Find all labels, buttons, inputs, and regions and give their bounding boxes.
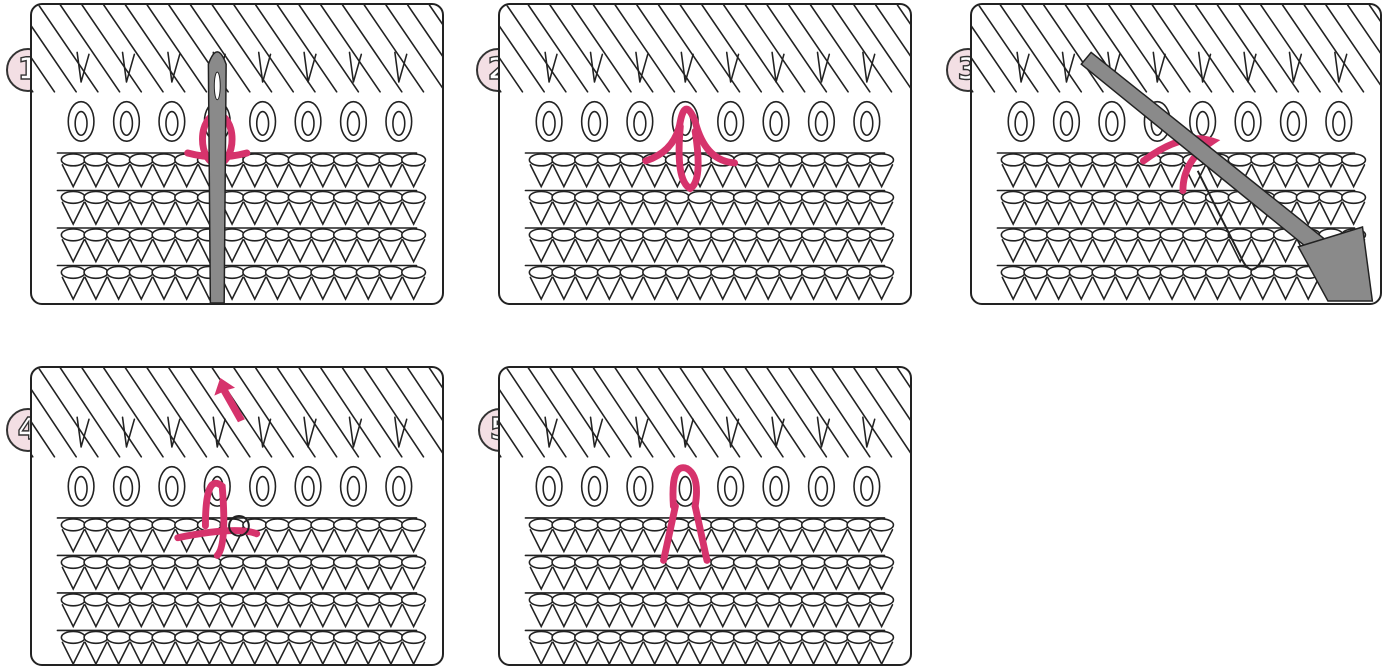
step-panel (498, 366, 912, 666)
knit-illustration (500, 368, 910, 664)
knit-illustration (32, 368, 442, 664)
knit-illustration (500, 5, 910, 303)
step-panel (30, 366, 444, 666)
knit-illustration (972, 5, 1380, 303)
arrow-up-icon (214, 378, 245, 422)
knit-illustration (32, 5, 442, 303)
step-panel (498, 3, 912, 305)
step-panel (30, 3, 444, 305)
step-panel (970, 3, 1382, 305)
